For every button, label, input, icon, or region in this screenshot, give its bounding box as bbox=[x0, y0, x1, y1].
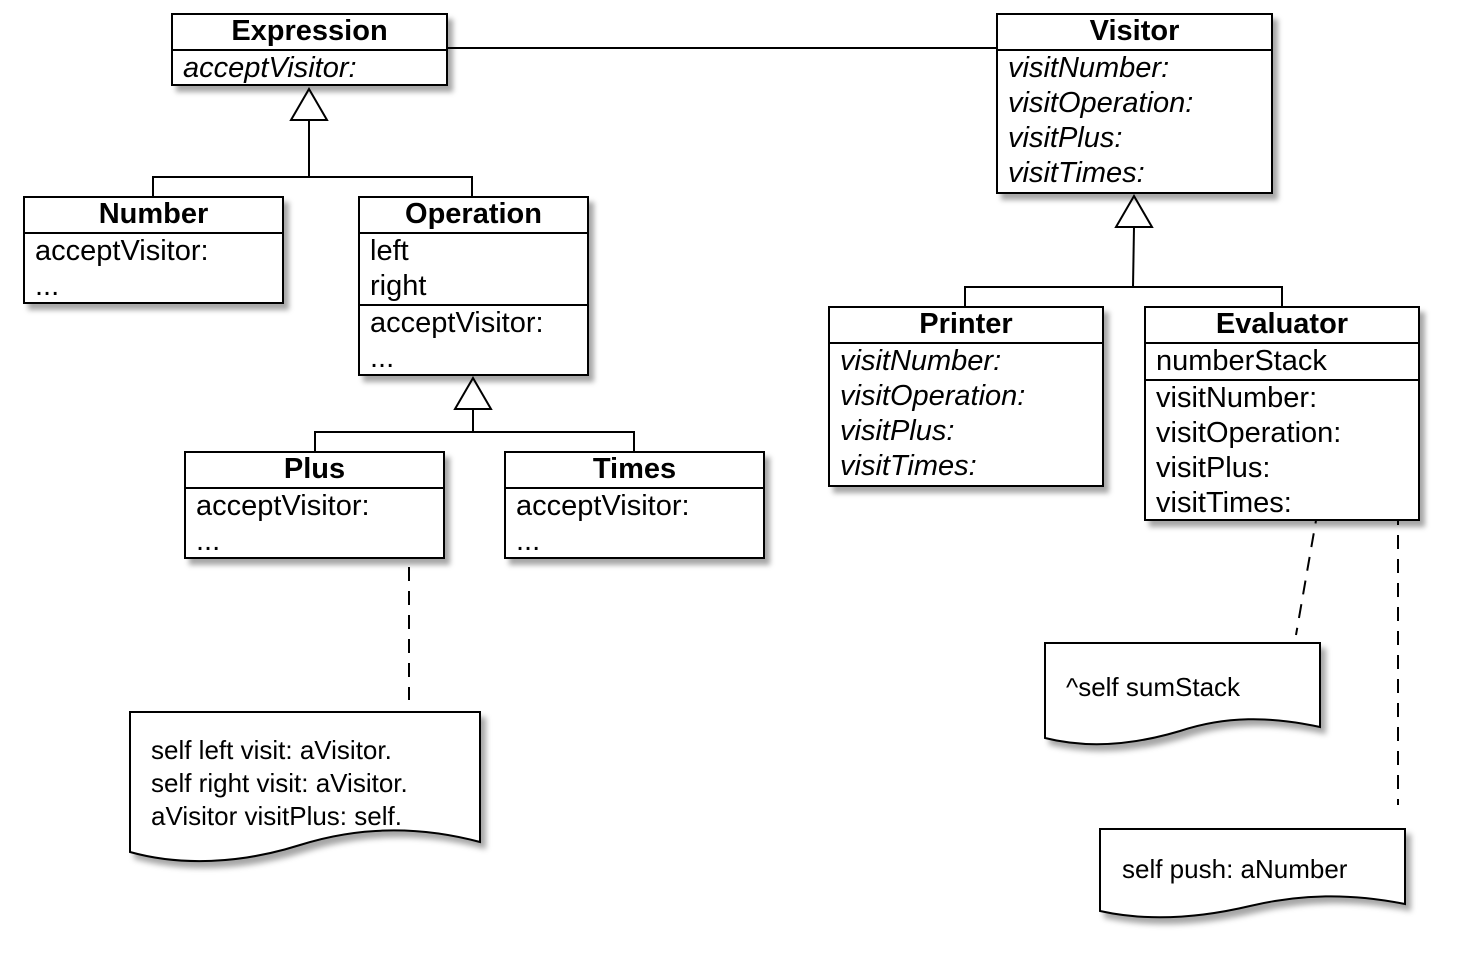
attribute-left: left bbox=[370, 235, 409, 267]
methods-compartment: acceptVisitor: bbox=[173, 51, 446, 86]
methods-compartment: acceptVisitor: ... bbox=[186, 489, 443, 559]
times-class[interactable]: Times acceptVisitor: ... bbox=[504, 451, 765, 559]
sum-note: ^self sumStack bbox=[1066, 671, 1240, 704]
note-line: self left visit: aVisitor. bbox=[151, 735, 392, 765]
methods-compartment: acceptVisitor: ... bbox=[360, 304, 587, 376]
methods-compartment: visitNumber: visitOperation: visitPlus: … bbox=[830, 344, 1102, 484]
method-visit-times: visitTimes: bbox=[1008, 157, 1145, 189]
method-visit-times: visitTimes: bbox=[840, 450, 977, 482]
plus-note: self left visit: aVisitor. self right vi… bbox=[151, 734, 408, 833]
method-visit-number: visitNumber: bbox=[1156, 382, 1318, 414]
push-note-shape bbox=[1099, 828, 1406, 919]
method-visit-operation: visitOperation: bbox=[840, 380, 1026, 412]
class-name: Times bbox=[506, 453, 763, 489]
method-visit-operation: visitOperation: bbox=[1156, 417, 1342, 449]
note-line: self right visit: aVisitor. bbox=[151, 768, 408, 798]
method-accept-visitor: acceptVisitor: bbox=[196, 490, 370, 522]
methods-compartment: visitNumber: visitOperation: visitPlus: … bbox=[1146, 379, 1418, 521]
note-line: aVisitor visitPlus: self. bbox=[151, 801, 402, 831]
plus-class[interactable]: Plus acceptVisitor: ... bbox=[184, 451, 445, 559]
class-name: Operation bbox=[360, 198, 587, 234]
method-ellipsis: ... bbox=[196, 525, 221, 557]
methods-compartment: acceptVisitor: ... bbox=[506, 489, 763, 559]
method-visit-plus: visitPlus: bbox=[1008, 122, 1123, 154]
method-visit-plus: visitPlus: bbox=[840, 415, 955, 447]
class-name: Visitor bbox=[998, 15, 1271, 51]
method-accept-visitor: acceptVisitor: bbox=[516, 490, 690, 522]
method-accept-visitor: acceptVisitor: bbox=[370, 307, 544, 339]
expression-inheritance-branch bbox=[152, 176, 473, 197]
note-line: self push: aNumber bbox=[1122, 854, 1348, 884]
method-ellipsis: ... bbox=[35, 270, 60, 302]
class-name: Printer bbox=[830, 308, 1102, 344]
operation-class[interactable]: Operation left right acceptVisitor: ... bbox=[358, 196, 589, 376]
class-name: Plus bbox=[186, 453, 443, 489]
method-accept-visitor: acceptVisitor: bbox=[35, 235, 209, 267]
method-ellipsis: ... bbox=[370, 342, 395, 374]
expression-generalization-arrow bbox=[289, 87, 329, 121]
number-class[interactable]: Number acceptVisitor: ... bbox=[23, 196, 284, 304]
evaluator-class[interactable]: Evaluator numberStack visitNumber: visit… bbox=[1144, 306, 1420, 521]
attributes-compartment: numberStack bbox=[1146, 344, 1418, 379]
visitor-inheritance-trunk bbox=[1132, 226, 1135, 288]
class-name: Evaluator bbox=[1146, 308, 1418, 344]
class-name: Expression bbox=[173, 15, 446, 51]
method-visit-plus: visitPlus: bbox=[1156, 452, 1271, 484]
method-visit-operation: visitOperation: bbox=[1008, 87, 1194, 119]
plus-note-shape bbox=[129, 711, 481, 863]
method-visit-times: visitTimes: bbox=[1156, 487, 1292, 519]
method-ellipsis: ... bbox=[516, 525, 541, 557]
attribute-number-stack: numberStack bbox=[1156, 345, 1327, 377]
method-visit-number: visitNumber: bbox=[1008, 52, 1170, 84]
methods-compartment: acceptVisitor: ... bbox=[25, 234, 282, 304]
operation-inheritance-branch bbox=[314, 431, 635, 452]
printer-class[interactable]: Printer visitNumber: visitOperation: vis… bbox=[828, 306, 1104, 487]
expression-class[interactable]: Expression acceptVisitor: bbox=[171, 13, 448, 86]
method-visit-number: visitNumber: bbox=[840, 345, 1002, 377]
visitor-generalization-arrow bbox=[1114, 194, 1154, 228]
methods-compartment: visitNumber: visitOperation: visitPlus: … bbox=[998, 51, 1271, 191]
attribute-right: right bbox=[370, 270, 427, 302]
push-note: self push: aNumber bbox=[1122, 853, 1347, 886]
class-name: Number bbox=[25, 198, 282, 234]
attributes-compartment: left right bbox=[360, 234, 587, 304]
sum-note-shape bbox=[1044, 642, 1321, 746]
visitor-class[interactable]: Visitor visitNumber: visitOperation: vis… bbox=[996, 13, 1273, 194]
note-line: ^self sumStack bbox=[1066, 672, 1241, 702]
method-accept-visitor: acceptVisitor: bbox=[183, 52, 357, 84]
visitor-inheritance-branch bbox=[964, 286, 1283, 306]
operation-generalization-arrow bbox=[453, 376, 493, 410]
